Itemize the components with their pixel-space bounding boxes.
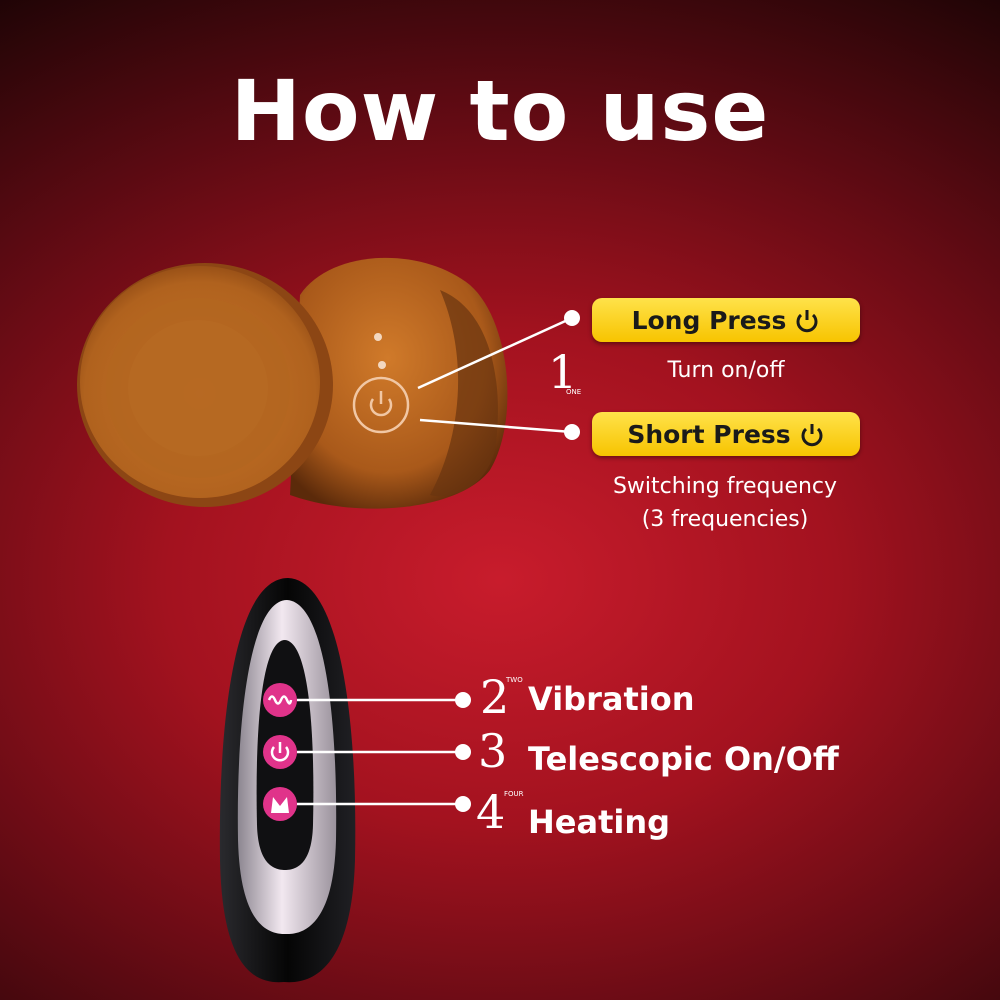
long-press-badge: Long Press: [592, 298, 860, 342]
short-press-badge: Short Press: [592, 412, 860, 456]
step-number-1: 1: [548, 345, 578, 399]
step1-leaders: [417, 310, 580, 440]
telescopic-button[interactable]: [263, 735, 297, 769]
heating-icon: [271, 797, 289, 813]
product-base: [77, 257, 508, 509]
step-number-4: 4: [476, 785, 506, 839]
power-icon: [801, 424, 823, 447]
step-number-2-small: TWO: [506, 676, 523, 684]
feature-vibration: Vibration: [528, 680, 695, 718]
step-number-2: 2: [480, 670, 510, 724]
long-press-caption: Turn on/off: [667, 358, 785, 383]
vibration-icon: [267, 695, 293, 705]
power-icon: [270, 742, 290, 762]
feature-heating: Heating: [528, 803, 671, 841]
heating-button[interactable]: [263, 787, 297, 821]
step-number-4-small: FOUR: [504, 790, 524, 798]
short-press-label: Short Press: [627, 419, 791, 449]
long-press-label: Long Press: [631, 305, 787, 335]
feature-leaders: [297, 692, 471, 812]
step-number-1-small: ONE: [566, 388, 582, 396]
step-number-3: 3: [478, 724, 508, 778]
short-press-caption-line1: Switching frequency: [612, 474, 838, 499]
power-icon: [369, 391, 393, 417]
feature-telescopic: Telescopic On/Off: [528, 740, 839, 778]
remote-control: [219, 578, 356, 983]
vibration-button[interactable]: [263, 683, 297, 717]
short-press-caption-line2: (3 frequencies): [641, 507, 809, 532]
power-icon: [796, 310, 818, 333]
page-title: How to use: [230, 62, 770, 160]
